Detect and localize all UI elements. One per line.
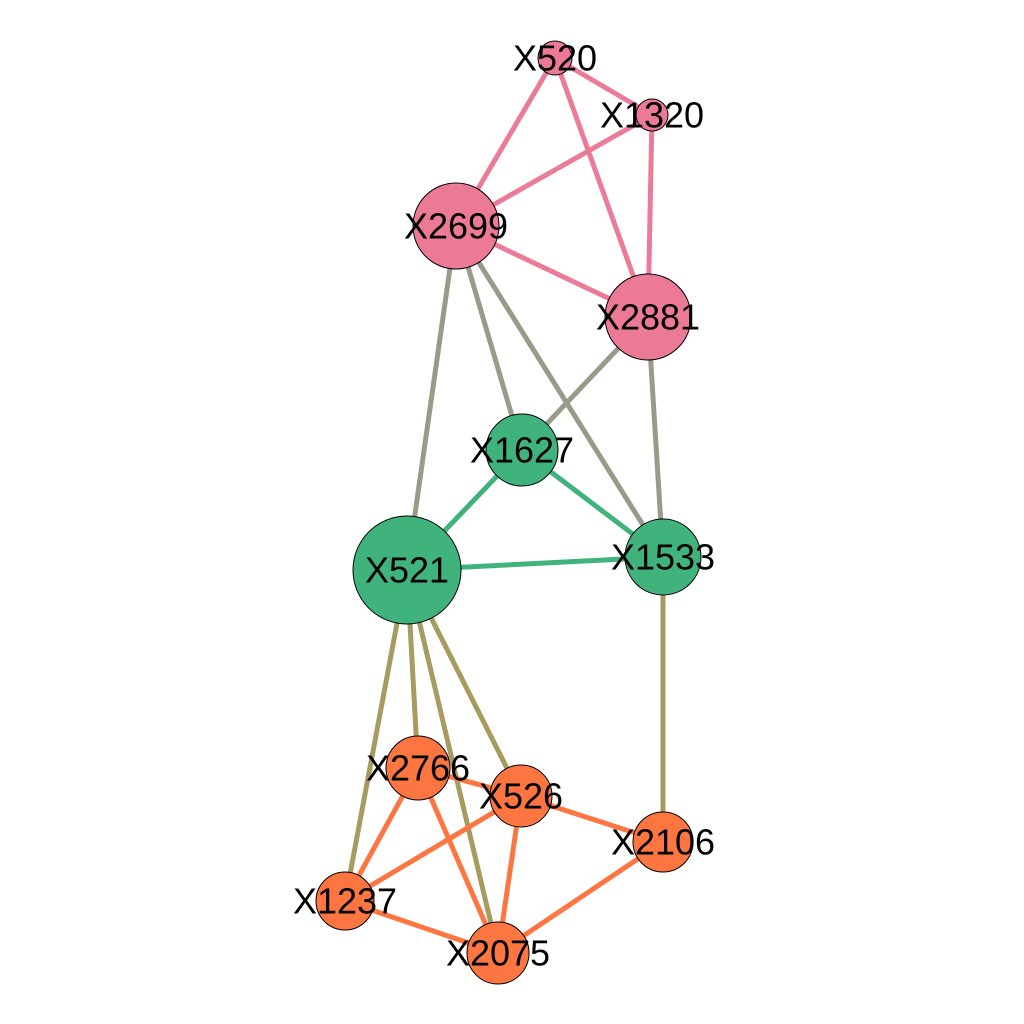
node-x521[interactable] xyxy=(352,515,462,625)
node-label-x1533: X1533 xyxy=(611,537,715,578)
node-label-x1627: X1627 xyxy=(470,430,574,471)
node-x2106[interactable] xyxy=(632,811,694,873)
node-label-x1320: X1320 xyxy=(600,95,704,136)
edge-x521-x1237 xyxy=(342,567,410,904)
edge-x2766-x2075 xyxy=(415,765,501,956)
node-label-x2699: X2699 xyxy=(404,206,508,247)
edge-x520-x2881 xyxy=(552,55,651,320)
nodes-layer xyxy=(315,40,702,985)
node-x1533[interactable] xyxy=(624,518,702,596)
node-label-x2766: X2766 xyxy=(366,748,470,789)
edge-x2699-x521 xyxy=(404,223,459,573)
node-x2881[interactable] xyxy=(604,273,692,361)
node-label-x526: X526 xyxy=(479,776,563,817)
node-x1237[interactable] xyxy=(315,871,375,931)
node-x520[interactable] xyxy=(537,40,573,76)
edge-x2699-x1533 xyxy=(453,223,666,560)
edge-x526-x1237 xyxy=(342,793,524,904)
node-label-x1237: X1237 xyxy=(293,881,397,922)
edge-x521-x2075 xyxy=(404,567,501,956)
node-label-x2075: X2075 xyxy=(446,933,550,974)
node-x2699[interactable] xyxy=(412,182,500,270)
node-x526[interactable] xyxy=(489,764,553,828)
node-x1320[interactable] xyxy=(635,98,669,132)
node-label-x2881: X2881 xyxy=(596,297,700,338)
node-label-x2106: X2106 xyxy=(611,822,715,863)
node-x1627[interactable] xyxy=(485,413,559,487)
node-label-x521: X521 xyxy=(365,550,449,591)
node-x2075[interactable] xyxy=(466,921,530,985)
edge-x2075-x2106 xyxy=(495,839,666,956)
node-x2766[interactable] xyxy=(385,735,451,801)
edge-x520-x1320 xyxy=(552,55,655,118)
node-label-x520: X520 xyxy=(513,38,597,79)
